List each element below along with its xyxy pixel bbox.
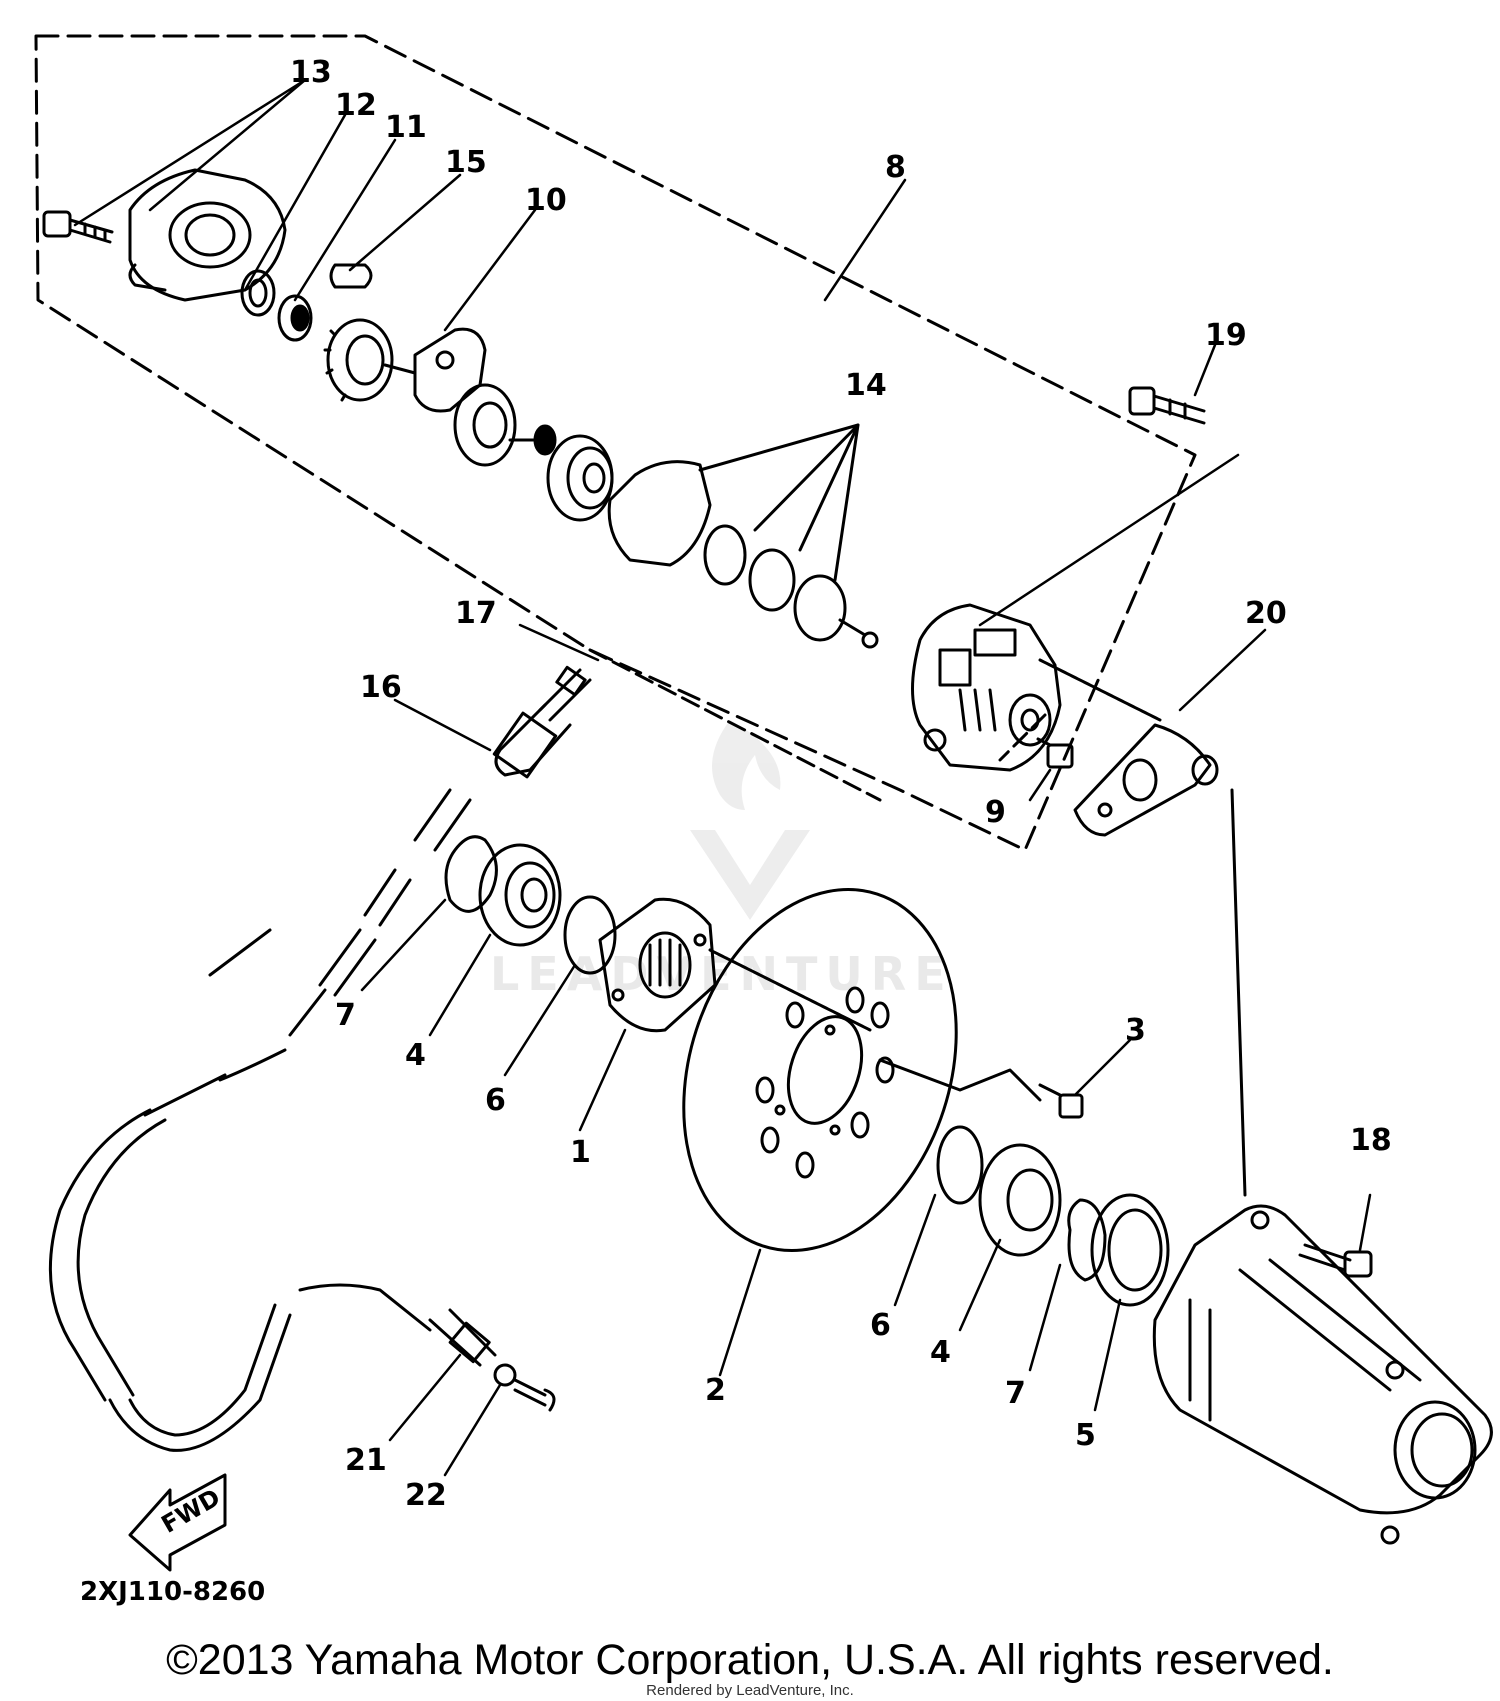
bearing: [978, 1143, 1062, 1257]
diagram-code: 2XJ110-8260: [80, 1577, 265, 1607]
callout-21: 21: [345, 1443, 387, 1478]
copyright-notice: ©2013 Yamaha Motor Corporation, U.S.A. A…: [166, 1636, 1334, 1684]
rotor: [453, 383, 557, 467]
watermark-logo: LEADVENTURE: [490, 720, 954, 1001]
callout-13: 13: [290, 55, 332, 90]
callout-7: 7: [335, 998, 356, 1033]
guide-line: [588, 648, 882, 802]
callout-4: 4: [405, 1038, 426, 1073]
watermark-text: LEADVENTURE: [490, 947, 954, 1001]
o-ring: [563, 895, 617, 975]
callout-6b: 6: [870, 1308, 891, 1343]
bearing: [478, 843, 562, 947]
banjo-bolt: [555, 665, 587, 697]
callout-14: 14: [845, 368, 887, 403]
gear: [323, 318, 417, 402]
plug: [329, 263, 373, 289]
callout-20: 20: [1245, 596, 1287, 631]
forward-arrow-icon: [128, 1473, 227, 1572]
circlip: [444, 835, 498, 913]
bushing: [277, 294, 313, 342]
gasket: [607, 460, 712, 567]
callout-9: 9: [985, 795, 1006, 830]
callout-7b: 7: [1005, 1376, 1026, 1411]
callout-12: 12: [335, 88, 377, 123]
callout-1: 1: [570, 1135, 591, 1170]
callout-6: 6: [485, 1083, 506, 1118]
callout-8: 8: [885, 150, 906, 185]
callout-11: 11: [385, 110, 427, 145]
o-ring: [936, 1125, 984, 1205]
leader-lines: [73, 78, 1372, 1477]
cable-end: [428, 1308, 556, 1412]
rendered-by: Rendered by LeadVenture, Inc.: [646, 1682, 854, 1699]
disc-bolt: [1038, 1083, 1084, 1119]
o-ring: [703, 524, 747, 586]
bracket-plate: [413, 327, 487, 413]
assembly-boundary: [34, 34, 1197, 852]
callout-5: 5: [1075, 1418, 1096, 1453]
circlip: [1067, 1198, 1107, 1282]
brake-disc: [682, 888, 958, 1252]
shaft-seal: [793, 574, 879, 649]
callout-labels: 13 12 11 15 10 8 19 14 17 16 20 9 7 4 6 …: [290, 55, 1392, 1513]
callout-16: 16: [360, 670, 402, 705]
callout-19: 19: [1205, 318, 1247, 353]
bearing: [546, 434, 614, 522]
callout-4b: 4: [930, 1335, 951, 1370]
callout-10: 10: [525, 183, 567, 218]
mounting-bolt: [1128, 386, 1206, 425]
callout-3: 3: [1125, 1013, 1146, 1048]
callout-22: 22: [405, 1478, 447, 1513]
mounting-bracket: [1073, 723, 1219, 837]
cover-bolt: [42, 210, 114, 244]
o-ring: [240, 269, 276, 317]
callout-17: 17: [455, 596, 497, 631]
axle-housing: [1152, 1204, 1493, 1545]
hose-cable: [48, 668, 592, 1452]
oil-seal: [1090, 1193, 1170, 1307]
pump-body: [911, 603, 1062, 772]
callout-15: 15: [445, 145, 487, 180]
callout-18: 18: [1350, 1123, 1392, 1158]
small-bolt: [1036, 737, 1074, 769]
callout-2: 2: [705, 1373, 726, 1408]
end-cover: [128, 168, 287, 302]
seal: [748, 548, 796, 612]
